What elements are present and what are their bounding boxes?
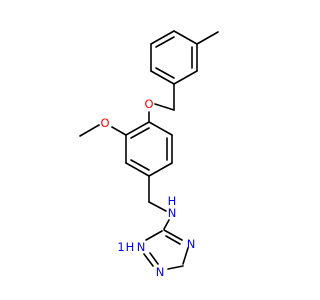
- amine-hydrogen-label: H: [168, 194, 177, 208]
- bond: [150, 30, 175, 45]
- triazole-n1-label: N: [137, 240, 146, 254]
- bond: [125, 121, 150, 136]
- triazole-n1-prefix-label: 1: [117, 240, 124, 254]
- bond: [143, 253, 154, 267]
- bond: [155, 36, 175, 48]
- bond: [155, 67, 175, 79]
- bond: [163, 229, 183, 241]
- molecule-canvas: O O N H N N N: [79, 30, 219, 279]
- bond: [173, 30, 198, 45]
- bond: [148, 162, 173, 177]
- bond: [167, 265, 184, 270]
- bond: [145, 230, 163, 241]
- bond: [111, 126, 127, 136]
- bond: [182, 247, 189, 265]
- bond: [165, 235, 181, 245]
- central-ring: [125, 121, 173, 177]
- bond: [149, 252, 159, 265]
- triazole-ring: [143, 229, 189, 270]
- bond: [130, 159, 150, 171]
- bond: [125, 162, 150, 177]
- bond: [150, 70, 175, 85]
- triazole-n1-hydrogen-label: H: [126, 240, 135, 254]
- bond: [196, 31, 219, 45]
- triazole-n2-label: N: [156, 265, 165, 279]
- bond: [130, 127, 150, 139]
- bond: [163, 219, 170, 230]
- methoxy-oxygen-label: O: [100, 116, 109, 130]
- bond: [148, 121, 173, 136]
- bond: [154, 103, 175, 111]
- bond: [173, 70, 198, 85]
- structure-diagram: O O N H N N N: [79, 30, 219, 279]
- bond: [148, 201, 167, 212]
- tolyl-ring: [150, 30, 219, 85]
- ether-oxygen-label: O: [144, 97, 153, 111]
- bond: [79, 124, 100, 137]
- amine-nitrogen-label: N: [168, 206, 177, 220]
- triazole-n4-label: N: [187, 237, 196, 251]
